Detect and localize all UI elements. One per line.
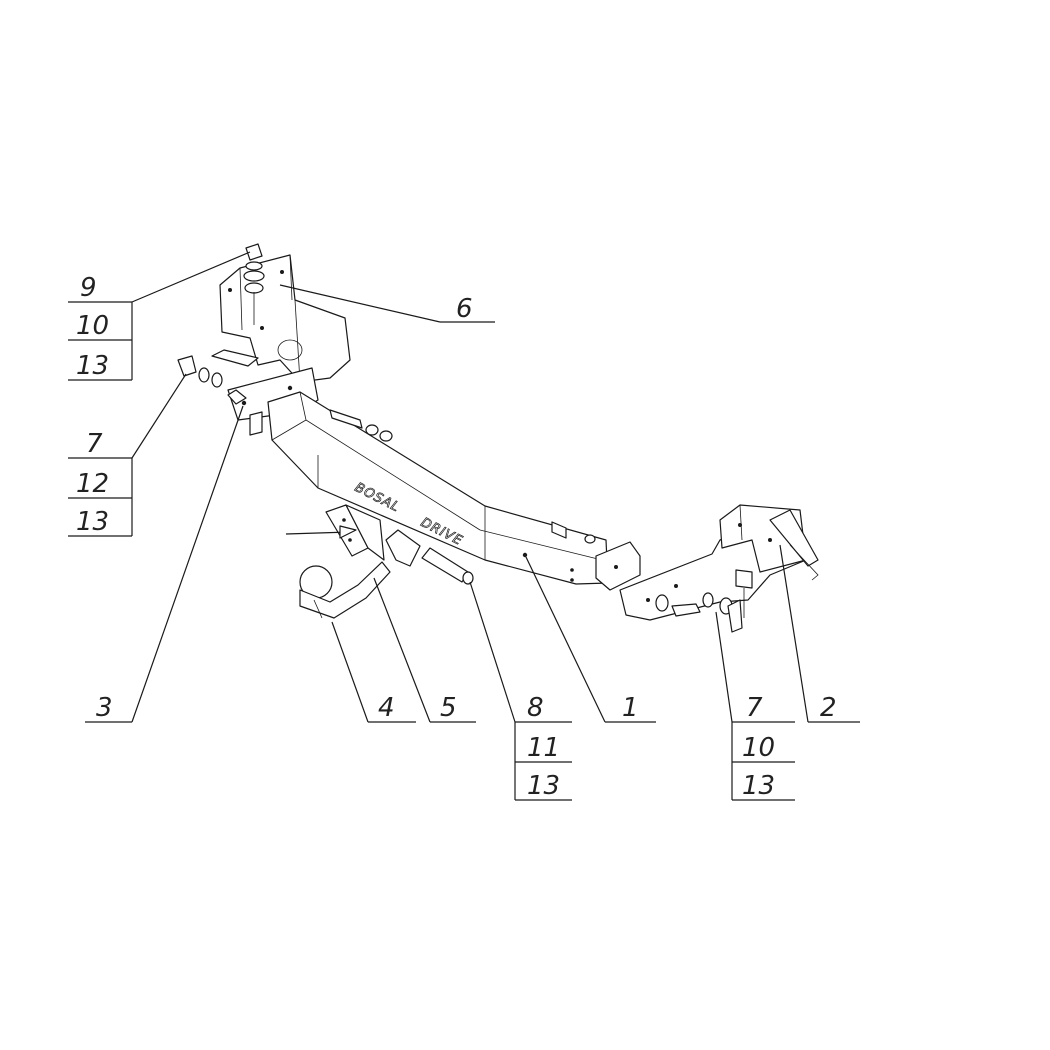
callout-12: 12 bbox=[76, 469, 109, 499]
callout-7: 7 bbox=[746, 693, 763, 723]
callout-7: 7 bbox=[86, 429, 103, 459]
callout-13: 13 bbox=[527, 771, 560, 801]
callout-13: 13 bbox=[76, 507, 109, 537]
right-side-bolts bbox=[655, 569, 753, 633]
callout-11: 11 bbox=[527, 733, 560, 763]
callout-10: 10 bbox=[76, 311, 109, 341]
callout-8: 8 bbox=[527, 693, 544, 723]
main-cross-beam: BOSAL DRIVE bbox=[267, 391, 609, 585]
callout-2: 2 bbox=[820, 693, 837, 723]
top-bolt-stack bbox=[243, 243, 265, 325]
beam-top-nuts bbox=[329, 409, 596, 544]
callout-5: 5 bbox=[440, 693, 457, 723]
callout-6: 6 bbox=[456, 294, 473, 324]
callout-9: 9 bbox=[80, 273, 97, 303]
callout-10: 10 bbox=[742, 733, 775, 763]
locking-pin bbox=[421, 547, 474, 585]
callout-4: 4 bbox=[378, 693, 395, 723]
tow-ball bbox=[299, 561, 391, 619]
right-bracket bbox=[619, 504, 819, 621]
callout-1: 1 bbox=[622, 693, 639, 723]
left-side-bolts bbox=[177, 349, 259, 405]
beam-right-end-plate bbox=[595, 541, 641, 591]
callout-3: 3 bbox=[96, 693, 113, 723]
callout-13: 13 bbox=[742, 771, 775, 801]
callout-13: 13 bbox=[76, 351, 109, 381]
